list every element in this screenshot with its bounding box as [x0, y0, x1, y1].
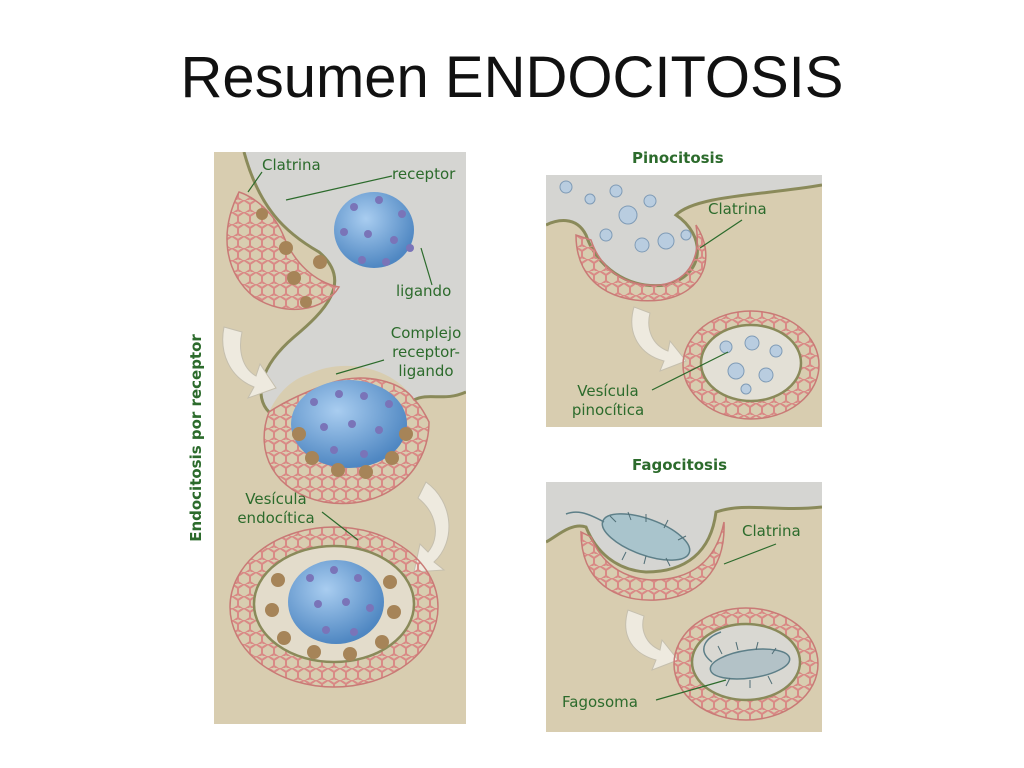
label-complejo: Complejo receptor- ligando	[376, 324, 476, 381]
label-clatrina-fagocitosis: Clatrina	[742, 522, 801, 540]
label-fagosoma: Fagosoma	[562, 693, 638, 711]
label-complejo-line2: receptor-	[392, 343, 460, 361]
label-vesicula-endocitica-line1: Vesícula	[245, 490, 307, 508]
label-complejo-line3: ligando	[398, 362, 454, 380]
slide-title: Resumen ENDOCITOSIS	[180, 45, 844, 110]
phagocytosis-heading: Fagocitosis	[632, 456, 728, 474]
pinocytosis-heading: Pinocitosis	[632, 149, 724, 167]
receptor-endocytosis-side-label: Endocitosis por receptor	[187, 334, 205, 542]
label-complejo-line1: Complejo	[390, 324, 462, 342]
label-clatrina-receptor: Clatrina	[262, 156, 321, 174]
label-vesicula-pinocitica: Vesícula pinocítica	[558, 382, 658, 420]
label-vesicula-endocitica-line2: endocítica	[237, 509, 315, 527]
label-vesicula-pinocitica-line1: Vesícula	[577, 382, 639, 400]
receptor-endocytosis-panel	[214, 152, 466, 724]
pinocytosis-panel	[546, 175, 822, 427]
label-clatrina-pinocitosis: Clatrina	[708, 200, 767, 218]
label-ligando: ligando	[396, 282, 452, 300]
label-vesicula-endocitica: Vesícula endocítica	[226, 490, 326, 528]
label-receptor: receptor	[392, 165, 456, 183]
label-vesicula-pinocitica-line2: pinocítica	[571, 401, 645, 419]
